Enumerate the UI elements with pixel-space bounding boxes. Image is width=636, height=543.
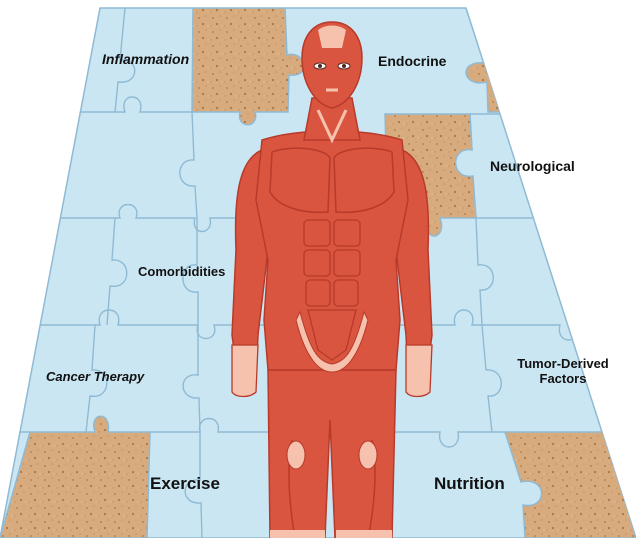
label-nutrition: Nutrition [434,474,505,494]
label-endocrine: Endocrine [378,53,446,69]
label-exercise: Exercise [150,474,220,494]
label-cancer-therapy: Cancer Therapy [46,370,144,385]
label-neurological: Neurological [490,158,575,174]
label-tumor-derived-line2: Factors [508,372,618,387]
label-inflammation: Inflammation [102,51,189,67]
label-tumor-derived-line1: Tumor-Derived [508,357,618,372]
label-tumor-derived-factors: Tumor-Derived Factors [508,357,618,387]
label-comorbidities: Comorbidities [138,265,225,280]
